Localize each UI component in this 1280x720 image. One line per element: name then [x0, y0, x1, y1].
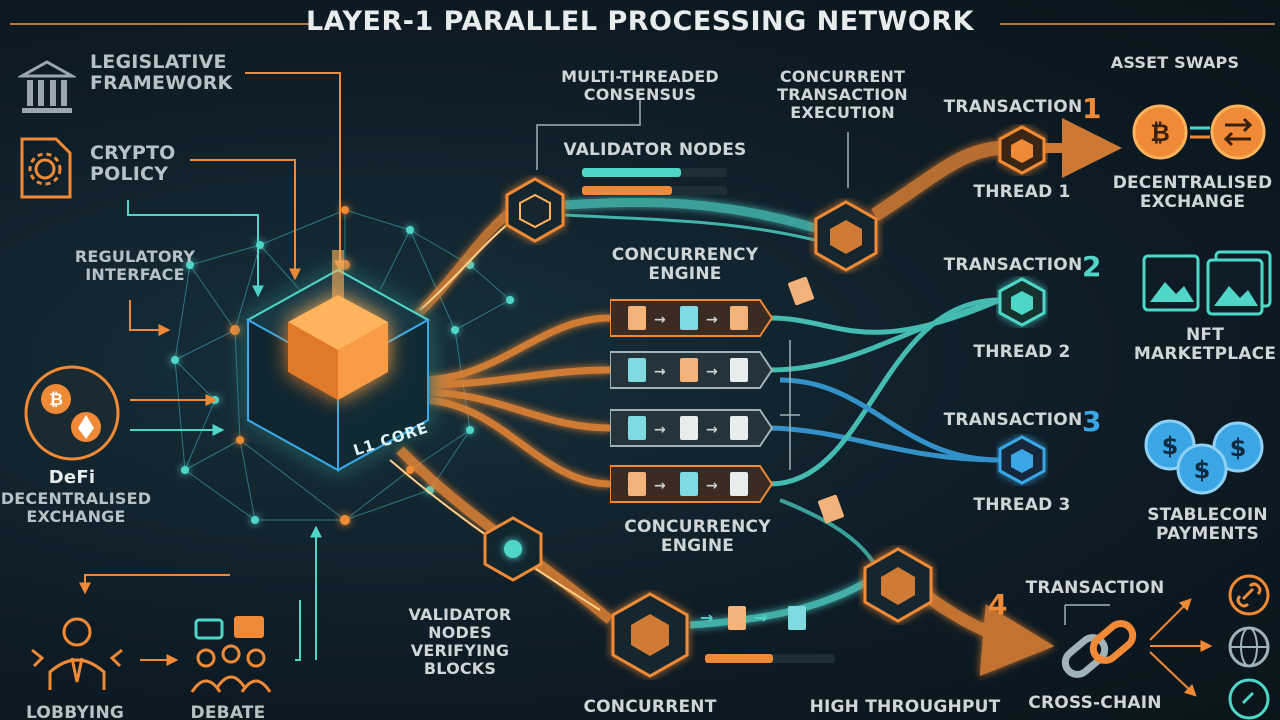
- nft-marketplace-label: NFT MARKETPLACE: [1133, 325, 1277, 365]
- concurrent-transaction-execution-label: CONCURRENT TRANSACTION EXECUTION: [777, 67, 908, 122]
- dex-label: DECENTRALISED EXCHANGE: [1112, 173, 1273, 213]
- svg-text:→: →: [654, 364, 666, 380]
- transaction-2-label: TRANSACTION: [943, 255, 1083, 275]
- svg-text:$: $: [1162, 432, 1179, 460]
- defi-exchange-label: DECENTRALISED EXCHANGE: [0, 489, 152, 526]
- svg-text:→: →: [706, 364, 718, 380]
- svg-text:→: →: [654, 422, 666, 438]
- diagram-title: LAYER-1 PARALLEL PROCESSING NETWORK: [305, 6, 975, 37]
- validator-node-top-icon: [505, 177, 565, 243]
- validator-progress-orange: [582, 186, 727, 195]
- nft-gallery-icon: [1142, 250, 1272, 316]
- lobbying-label: LOBBYING: [25, 703, 125, 720]
- defi-crypto-exchange-icon: ₿: [24, 365, 120, 461]
- link-circle-icon-2: [1228, 678, 1270, 720]
- legislative-framework-label: LEGISLATIVE FRAMEWORK: [90, 51, 233, 95]
- validator-progress-cyan: [582, 168, 727, 177]
- transaction-4-number: 4: [988, 588, 1008, 621]
- transaction-1-number: 1: [1082, 92, 1102, 125]
- svg-text:→: →: [654, 312, 666, 328]
- defi-label: DeFi: [48, 467, 96, 488]
- lobbying-person-icon: [31, 617, 123, 690]
- concurrent-bottom-label: CONCURRENT: [583, 697, 717, 717]
- transaction-2-number: 2: [1082, 250, 1102, 283]
- svg-text:→: →: [654, 478, 666, 494]
- cross-chain-label: CROSS-CHAIN: [1028, 693, 1162, 713]
- svg-text:→: →: [754, 608, 767, 627]
- chain-link-icon: [1061, 620, 1137, 678]
- multi-threaded-consensus-label: MULTI-THREADED CONSENSUS: [561, 67, 719, 104]
- thread-2-node-icon: [998, 277, 1046, 327]
- concurrency-engine-rows: → → → → → → → →: [610, 299, 774, 503]
- high-throughput-node-icon: [863, 547, 933, 623]
- l1-core-cube-icon: [245, 250, 431, 472]
- thread-2-label: THREAD 2: [973, 342, 1071, 362]
- globe-icon: [1228, 626, 1270, 668]
- validator-verifying-label: VALIDATOR NODES VERIFYING BLOCKS: [408, 605, 512, 678]
- svg-text:$: $: [1230, 434, 1247, 462]
- asset-swap-coins-icon: ₿: [1132, 104, 1266, 160]
- asset-swaps-label: ASSET SWAPS: [1110, 53, 1240, 72]
- bottom-document-row: → →: [700, 606, 806, 630]
- regulatory-interface-label: REGULATORY INTERFACE: [74, 247, 196, 284]
- floating-document-icon: [788, 276, 814, 306]
- debate-group-icon: [190, 616, 272, 693]
- svg-text:→: →: [706, 312, 718, 328]
- svg-text:→: →: [706, 422, 718, 438]
- concurrency-engine-top-label: CONCURRENCY ENGINE: [611, 245, 759, 285]
- floating-document-icon-2: [818, 494, 844, 524]
- concurrent-execution-node-icon: [814, 200, 878, 272]
- concurrent-progress-bar: [705, 654, 835, 663]
- transaction-1-label: TRANSACTION: [943, 97, 1083, 117]
- svg-text:→: →: [706, 478, 718, 494]
- link-circle-icon: [1228, 574, 1270, 616]
- stablecoin-icon: $ $ $: [1144, 419, 1264, 495]
- thread-1-label: THREAD 1: [973, 182, 1071, 202]
- transaction-3-label: TRANSACTION: [943, 410, 1083, 430]
- debate-label: DEBATE: [190, 703, 266, 720]
- concurrency-engine-bottom-label: CONCURRENCY ENGINE: [624, 517, 771, 557]
- validator-node-bottom-icon: [483, 516, 543, 582]
- svg-text:$: $: [1194, 456, 1211, 484]
- concurrent-node-bottom-icon: [611, 592, 689, 678]
- thread-3-node-icon: [998, 435, 1046, 485]
- transaction-4-label: TRANSACTION: [1025, 578, 1165, 598]
- validator-nodes-label: VALIDATOR NODES: [563, 140, 747, 160]
- svg-text:₿: ₿: [49, 390, 63, 410]
- stablecoin-payments-label: STABLECOIN PAYMENTS: [1147, 505, 1268, 545]
- government-building-icon: [18, 60, 76, 113]
- thread-3-label: THREAD 3: [973, 495, 1071, 515]
- thread-1-node-icon: [998, 125, 1046, 175]
- high-throughput-label: HIGH THROUGHPUT: [809, 697, 1001, 717]
- transaction-3-number: 3: [1082, 405, 1102, 438]
- svg-text:→: →: [700, 608, 713, 627]
- policy-document-gear-icon: [20, 137, 72, 199]
- crypto-policy-label: CRYPTO POLICY: [90, 142, 176, 186]
- svg-text:₿: ₿: [1150, 119, 1170, 147]
